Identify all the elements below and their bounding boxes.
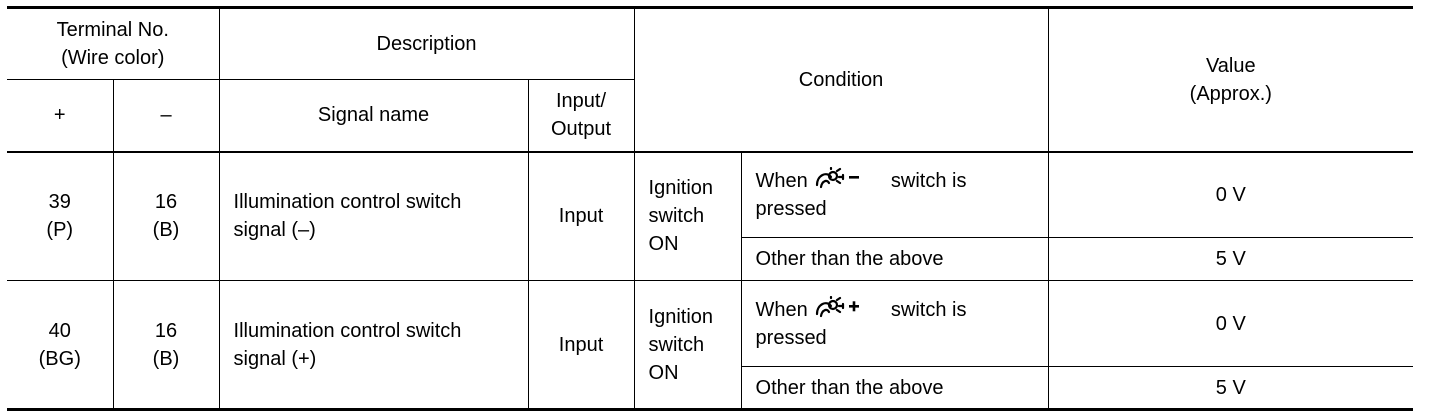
terminal-no-header: Terminal No. (Wire color) xyxy=(7,6,220,80)
table-row: 40 (BG) 16 (B) Illumination control swit… xyxy=(7,280,1414,411)
plus-terminal-cell: 39 (P) xyxy=(7,151,114,281)
minus-header: – xyxy=(112,79,220,153)
value-cell: 0 V xyxy=(1047,151,1414,238)
condition-header: Condition xyxy=(633,6,1049,153)
minus-terminal-cell: 16 (B) xyxy=(112,280,220,411)
signal-name-cell: Illumination control switch signal (+) xyxy=(218,280,529,411)
illumination-dimmer-minus-icon xyxy=(813,166,885,191)
value-cell: 5 V xyxy=(1047,366,1414,411)
input-output-header: Input/ Output xyxy=(527,79,635,153)
value-header: Value (Approx.) xyxy=(1047,6,1414,153)
minus-terminal-cell: 16 (B) xyxy=(112,151,220,281)
signal-name-cell: Illumination control switch signal (–) xyxy=(218,151,529,281)
condition-cell: Ignition switch ON xyxy=(633,280,742,411)
sub-condition-cell: Other than the above xyxy=(741,237,1049,281)
terminal-spec-table: Terminal No. (Wire color) Description Co… xyxy=(7,6,1414,411)
sub-condition-cell: When switch is pressed xyxy=(740,151,1049,238)
table-row: Other than the above 5 V xyxy=(7,366,1414,411)
table-row: 39 (P) 16 (B) Illumination control switc… xyxy=(7,151,1414,281)
header-row-1: Terminal No. (Wire color) Description Co… xyxy=(7,6,1414,153)
illumination-dimmer-plus-icon xyxy=(813,295,885,320)
sub-condition-cell: Other than the above xyxy=(741,366,1049,411)
description-header: Description xyxy=(218,6,635,80)
value-cell: 5 V xyxy=(1047,237,1414,281)
io-cell: Input xyxy=(527,151,635,281)
plus-terminal-cell: 40 (BG) xyxy=(7,280,114,411)
sub-condition-cell: When switch is pressed xyxy=(740,280,1049,367)
plus-header: + xyxy=(7,79,114,153)
header-row-2: + – Signal name Input/ Output xyxy=(7,79,1413,153)
io-cell: Input xyxy=(527,280,635,411)
value-cell: 0 V xyxy=(1047,280,1414,367)
condition-cell: Ignition switch ON xyxy=(633,151,742,281)
signal-name-header: Signal name xyxy=(218,79,529,153)
